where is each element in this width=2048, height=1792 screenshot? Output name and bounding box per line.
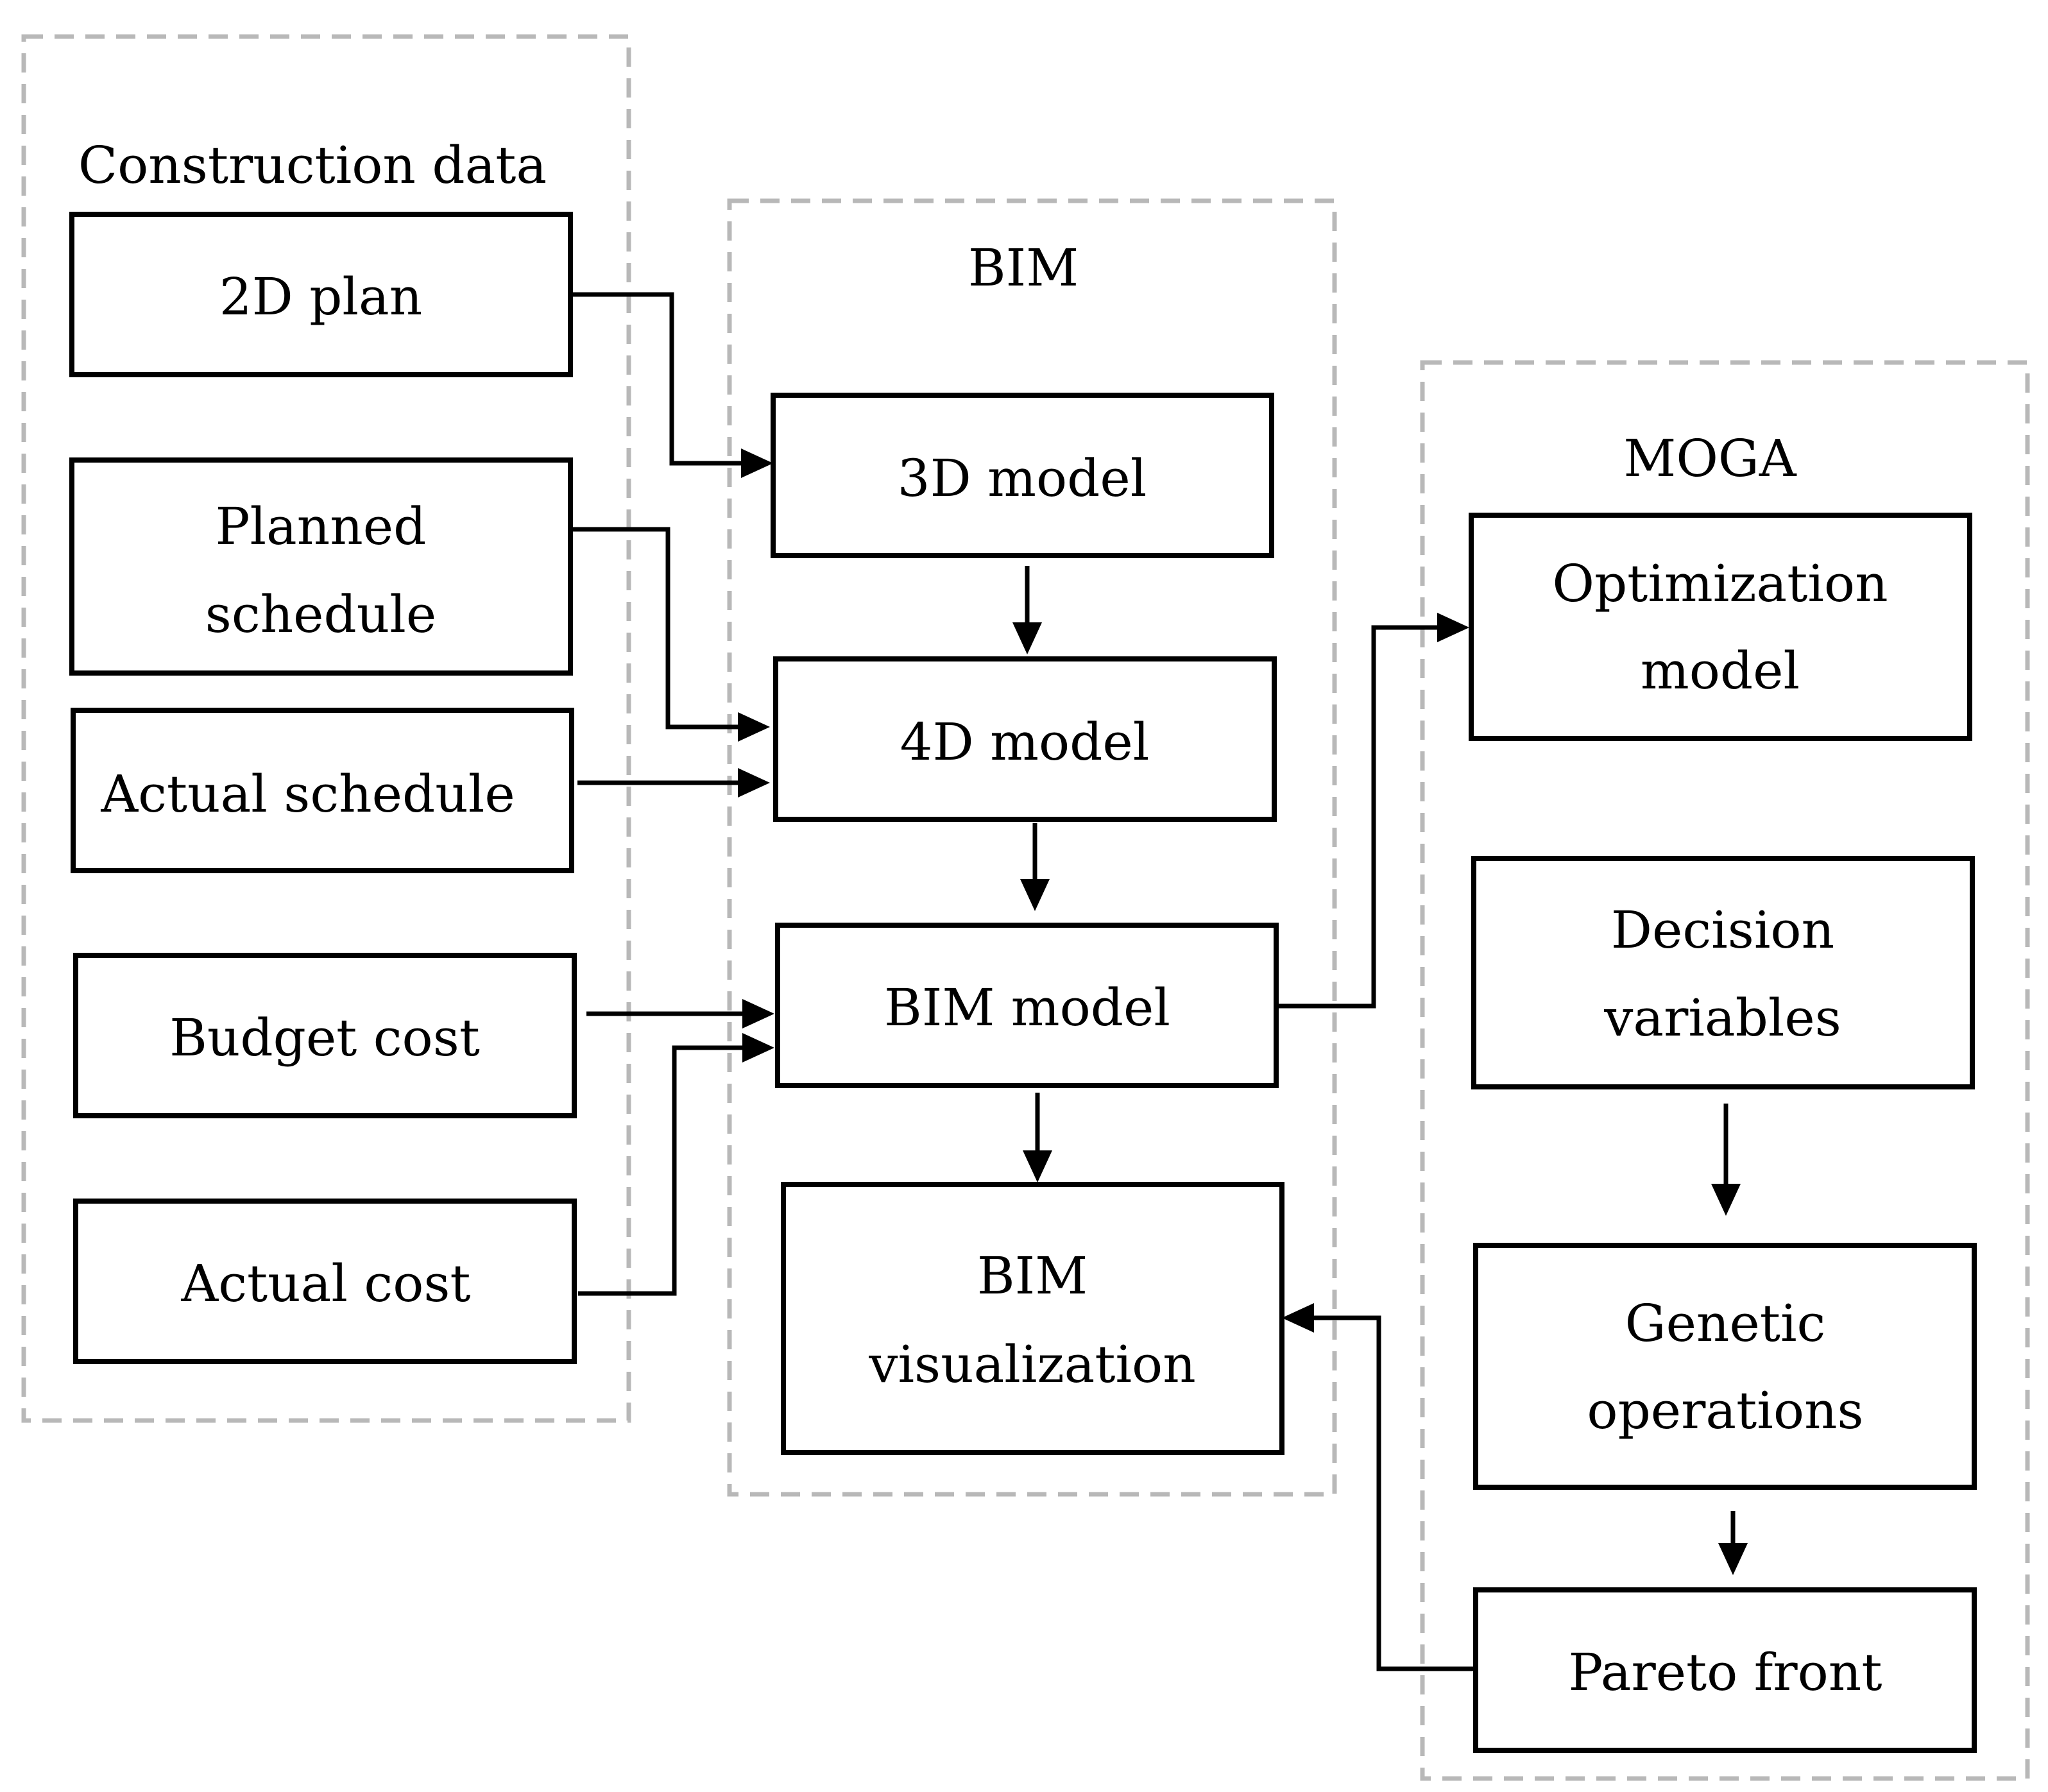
bim-group-title: BIM	[968, 238, 1079, 298]
node-bim-model: BIM model	[775, 923, 1279, 1088]
node-bim-model-box	[775, 923, 1279, 1088]
arrowhead-into-4d-model-from-3d	[1012, 622, 1042, 654]
arrowhead-into-optimization-model	[1437, 613, 1469, 642]
arrowhead-into-bim-model-from-budget	[742, 999, 774, 1028]
construction-data-group-frame	[21, 34, 631, 1423]
node-planned-schedule-label-line-2: schedule	[205, 585, 436, 644]
node-4d-model-label: 4D model	[900, 712, 1150, 772]
node-3d-model: 3D model	[771, 393, 1274, 558]
node-3d-model-label: 3D model	[898, 448, 1147, 508]
arrowhead-into-pareto-front	[1718, 1543, 1748, 1575]
node-genetic-operations-label-line-1: Genetic	[1625, 1293, 1826, 1353]
node-4d-model-box	[773, 656, 1277, 822]
moga-group-title: MOGA	[1623, 429, 1796, 488]
node-bim-visualization-box	[781, 1182, 1284, 1455]
node-4d-model: 4D model	[773, 656, 1277, 822]
arrowhead-into-genetic-operations	[1711, 1184, 1741, 1216]
node-bim-model-label: BIM model	[884, 978, 1170, 1037]
node-actual-schedule: Actual schedule	[71, 708, 574, 873]
node-optimization-model-box	[1469, 513, 1972, 741]
node-optimization-model: Optimization model	[1469, 513, 1972, 741]
node-pareto-front-label: Pareto front	[1569, 1643, 1882, 1702]
connectors	[570, 292, 1736, 1671]
node-genetic-operations: Genetic operations	[1473, 1243, 1977, 1490]
arrowhead-into-3d-model	[741, 448, 773, 478]
arrowhead-into-bim-model-from-4d	[1020, 879, 1050, 911]
connector-2d-plan-to-3d-model	[570, 292, 744, 466]
node-planned-schedule-box	[69, 457, 573, 676]
node-bim-visualization-label-line-1: BIM	[977, 1246, 1088, 1306]
arrowhead-into-4d-model-from-actual	[738, 768, 770, 798]
node-planned-schedule: Planned schedule	[69, 457, 573, 676]
node-decision-variables-label-line-2: variables	[1603, 988, 1841, 1048]
node-bim-visualization-label-line-2: visualization	[868, 1335, 1196, 1394]
construction-data-group-title: Construction data	[78, 135, 547, 195]
arrowhead-into-bim-visualization-from-pareto	[1282, 1303, 1314, 1333]
node-optimization-model-label-line-2: model	[1641, 641, 1800, 701]
node-optimization-model-label-line-1: Optimization	[1552, 554, 1888, 613]
node-pareto-front-box	[1473, 1587, 1977, 1753]
node-decision-variables-box	[1471, 856, 1975, 1089]
node-actual-cost: Actual cost	[73, 1199, 577, 1364]
moga-group-frame	[1420, 360, 2030, 1781]
node-actual-schedule-label: Actual schedule	[100, 764, 515, 824]
connector-pareto-front-to-bim-visualization	[1309, 1315, 1476, 1671]
connector-planned-schedule-to-4d-model	[570, 527, 741, 730]
bim-group-frame	[727, 198, 1337, 1497]
node-pareto-front: Pareto front	[1473, 1587, 1977, 1753]
arrowhead-into-bim-visualization-from-bim-model	[1023, 1150, 1052, 1182]
node-2d-plan-label: 2D plan	[219, 267, 422, 327]
node-actual-cost-label: Actual cost	[180, 1254, 470, 1313]
node-budget-cost-label: Budget cost	[169, 1008, 480, 1068]
node-actual-schedule-box	[71, 708, 574, 873]
arrowheads	[738, 448, 1748, 1575]
node-2d-plan-box	[69, 212, 573, 377]
node-budget-cost-box	[73, 953, 577, 1118]
node-2d-plan: 2D plan	[69, 212, 573, 377]
node-budget-cost: Budget cost	[73, 953, 577, 1118]
node-genetic-operations-label-line-2: operations	[1587, 1381, 1863, 1440]
arrowhead-into-bim-model-from-actual-cost	[742, 1033, 774, 1062]
node-decision-variables: Decision variables	[1471, 856, 1975, 1089]
node-actual-cost-box	[73, 1199, 577, 1364]
node-bim-visualization: BIM visualization	[781, 1182, 1284, 1455]
connector-actual-cost-to-bim-model	[578, 1045, 746, 1296]
node-planned-schedule-label-line-1: Planned	[216, 497, 427, 556]
connector-bim-model-to-optimization-model	[1276, 625, 1437, 1009]
arrowhead-into-4d-model-from-planned	[738, 712, 770, 742]
node-3d-model-box	[771, 393, 1274, 558]
node-genetic-operations-box	[1473, 1243, 1977, 1490]
node-decision-variables-label-line-1: Decision	[1611, 900, 1834, 960]
